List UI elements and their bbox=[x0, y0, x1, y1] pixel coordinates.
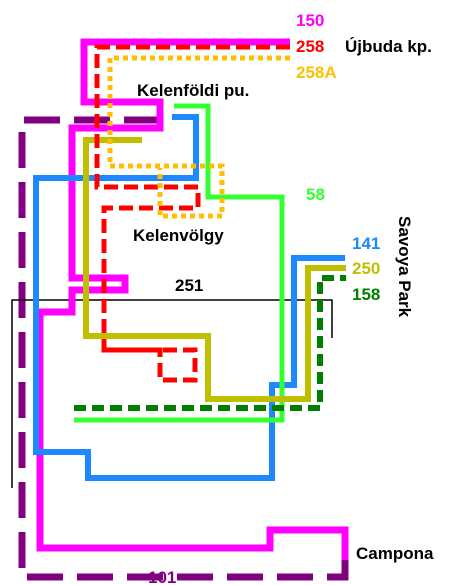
stop-kelenvolgy: Kelenvölgy bbox=[133, 226, 224, 245]
route-58-label: 58 bbox=[306, 185, 325, 204]
route-258-line bbox=[94, 44, 290, 383]
route-251-label: 251 bbox=[175, 276, 203, 295]
stop-campona: Campona bbox=[356, 544, 434, 563]
route-258a-line bbox=[107, 55, 290, 219]
route-141-line bbox=[33, 114, 345, 481]
route-258-label: 258 bbox=[296, 37, 324, 56]
route-141-label: 141 bbox=[352, 234, 380, 253]
route-158-label: 158 bbox=[352, 285, 380, 304]
stop-ujbuda: Újbuda kp. bbox=[345, 37, 432, 56]
route-250-label: 250 bbox=[352, 259, 380, 278]
route-251-line bbox=[11, 299, 333, 488]
stop-savoya-park: Savoya Park bbox=[395, 216, 414, 318]
route-250-line bbox=[83, 137, 346, 402]
route-101-label: 101 bbox=[148, 568, 176, 585]
route-101-line bbox=[18, 116, 349, 581]
route-150-line bbox=[36, 38, 349, 560]
route-58-line bbox=[74, 103, 285, 423]
route-158-line bbox=[74, 275, 346, 411]
route-150-label: 150 bbox=[296, 11, 324, 30]
stop-kelenfoldi: Kelenföldi pu. bbox=[137, 81, 249, 100]
route-258a-label: 258A bbox=[296, 63, 337, 82]
